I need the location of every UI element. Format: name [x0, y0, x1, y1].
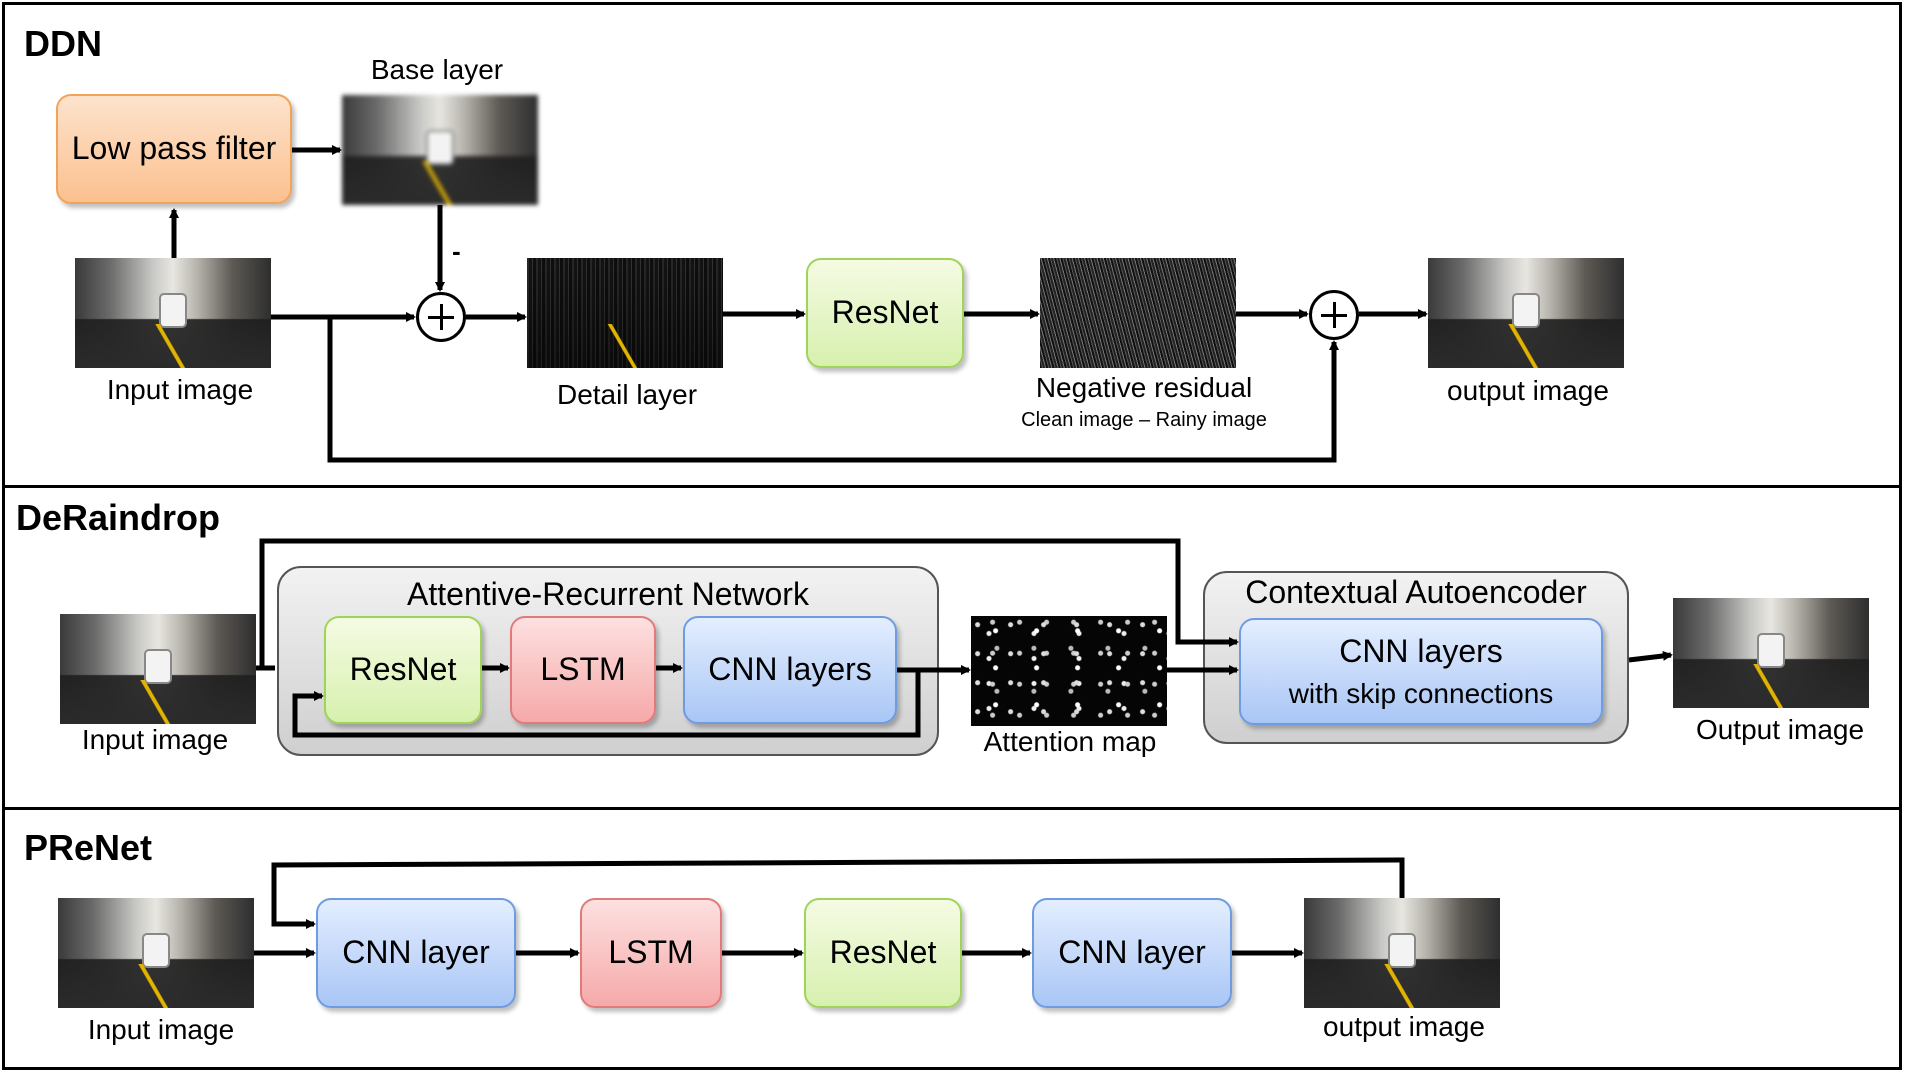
attention-map-caption: Attention map: [983, 726, 1157, 757]
base-layer-image: [342, 95, 538, 205]
attention-map-image: [971, 616, 1167, 726]
negative-residual-caption: Negative residual: [1035, 372, 1253, 403]
minus-sign: -: [452, 236, 461, 266]
prenet-output-image: [1304, 898, 1500, 1008]
arrow-output-feedback: [271, 857, 1405, 929]
ca-cnn-layers-box: CNN layers with skip connections: [1239, 618, 1603, 725]
low-pass-filter-box: Low pass filter: [56, 94, 292, 204]
deraindrop-lstm-box: LSTM: [510, 616, 656, 724]
arrow-ca-to-output: [1628, 650, 1673, 663]
prenet-title: PReNet: [24, 827, 153, 868]
deraindrop-resnet-box: ResNet: [324, 616, 482, 724]
detail-layer-image: [527, 258, 723, 368]
deraindrop-output-caption: Output image: [1695, 714, 1865, 745]
deraindrop-output-image: [1673, 598, 1869, 708]
deraindrop-cnn-layers-box: CNN layers: [683, 616, 897, 724]
ddn-output-image: [1428, 258, 1624, 368]
prenet-resnet-box: ResNet: [804, 898, 962, 1008]
deraindrop-input-caption: Input image: [81, 724, 229, 755]
arrow-input-skip-to-ca: [259, 538, 1239, 668]
base-layer-caption: Base layer: [370, 54, 504, 85]
ddn-panel: [2, 2, 1902, 488]
prenet-input-caption: Input image: [87, 1014, 235, 1045]
prenet-cnn-layer-1-box: CNN layer: [316, 898, 516, 1008]
ddn-title: DDN: [24, 23, 102, 64]
prenet-output-caption: output image: [1323, 1011, 1485, 1042]
prenet-lstm-box: LSTM: [580, 898, 722, 1008]
ddn-resnet-box: ResNet: [806, 258, 964, 368]
ca-cnn-line2: with skip connections: [1288, 677, 1554, 709]
prenet-input-image: [58, 898, 254, 1008]
arrow-recurrent-loop: [292, 670, 921, 738]
add-node: [1309, 290, 1359, 340]
ddn-input-image: [75, 258, 271, 368]
ca-cnn-line1: CNN layers: [1339, 632, 1503, 669]
deraindrop-input-image: [60, 614, 256, 724]
negative-residual-image: [1040, 258, 1236, 368]
residual-note: Clean image – Rainy image: [1021, 409, 1267, 431]
detail-layer-caption: Detail layer: [556, 379, 698, 410]
ddn-output-caption: output image: [1447, 375, 1609, 406]
ca-title: Contextual Autoencoder: [1245, 574, 1587, 610]
arrow-skip-to-add: [327, 317, 1339, 463]
deraindrop-title: DeRaindrop: [16, 497, 221, 538]
prenet-cnn-layer-2-box: CNN layer: [1032, 898, 1232, 1008]
subtract-node: [416, 292, 466, 342]
ddn-input-caption: Input image: [106, 374, 254, 405]
arn-title: Attentive-Recurrent Network: [407, 576, 809, 612]
